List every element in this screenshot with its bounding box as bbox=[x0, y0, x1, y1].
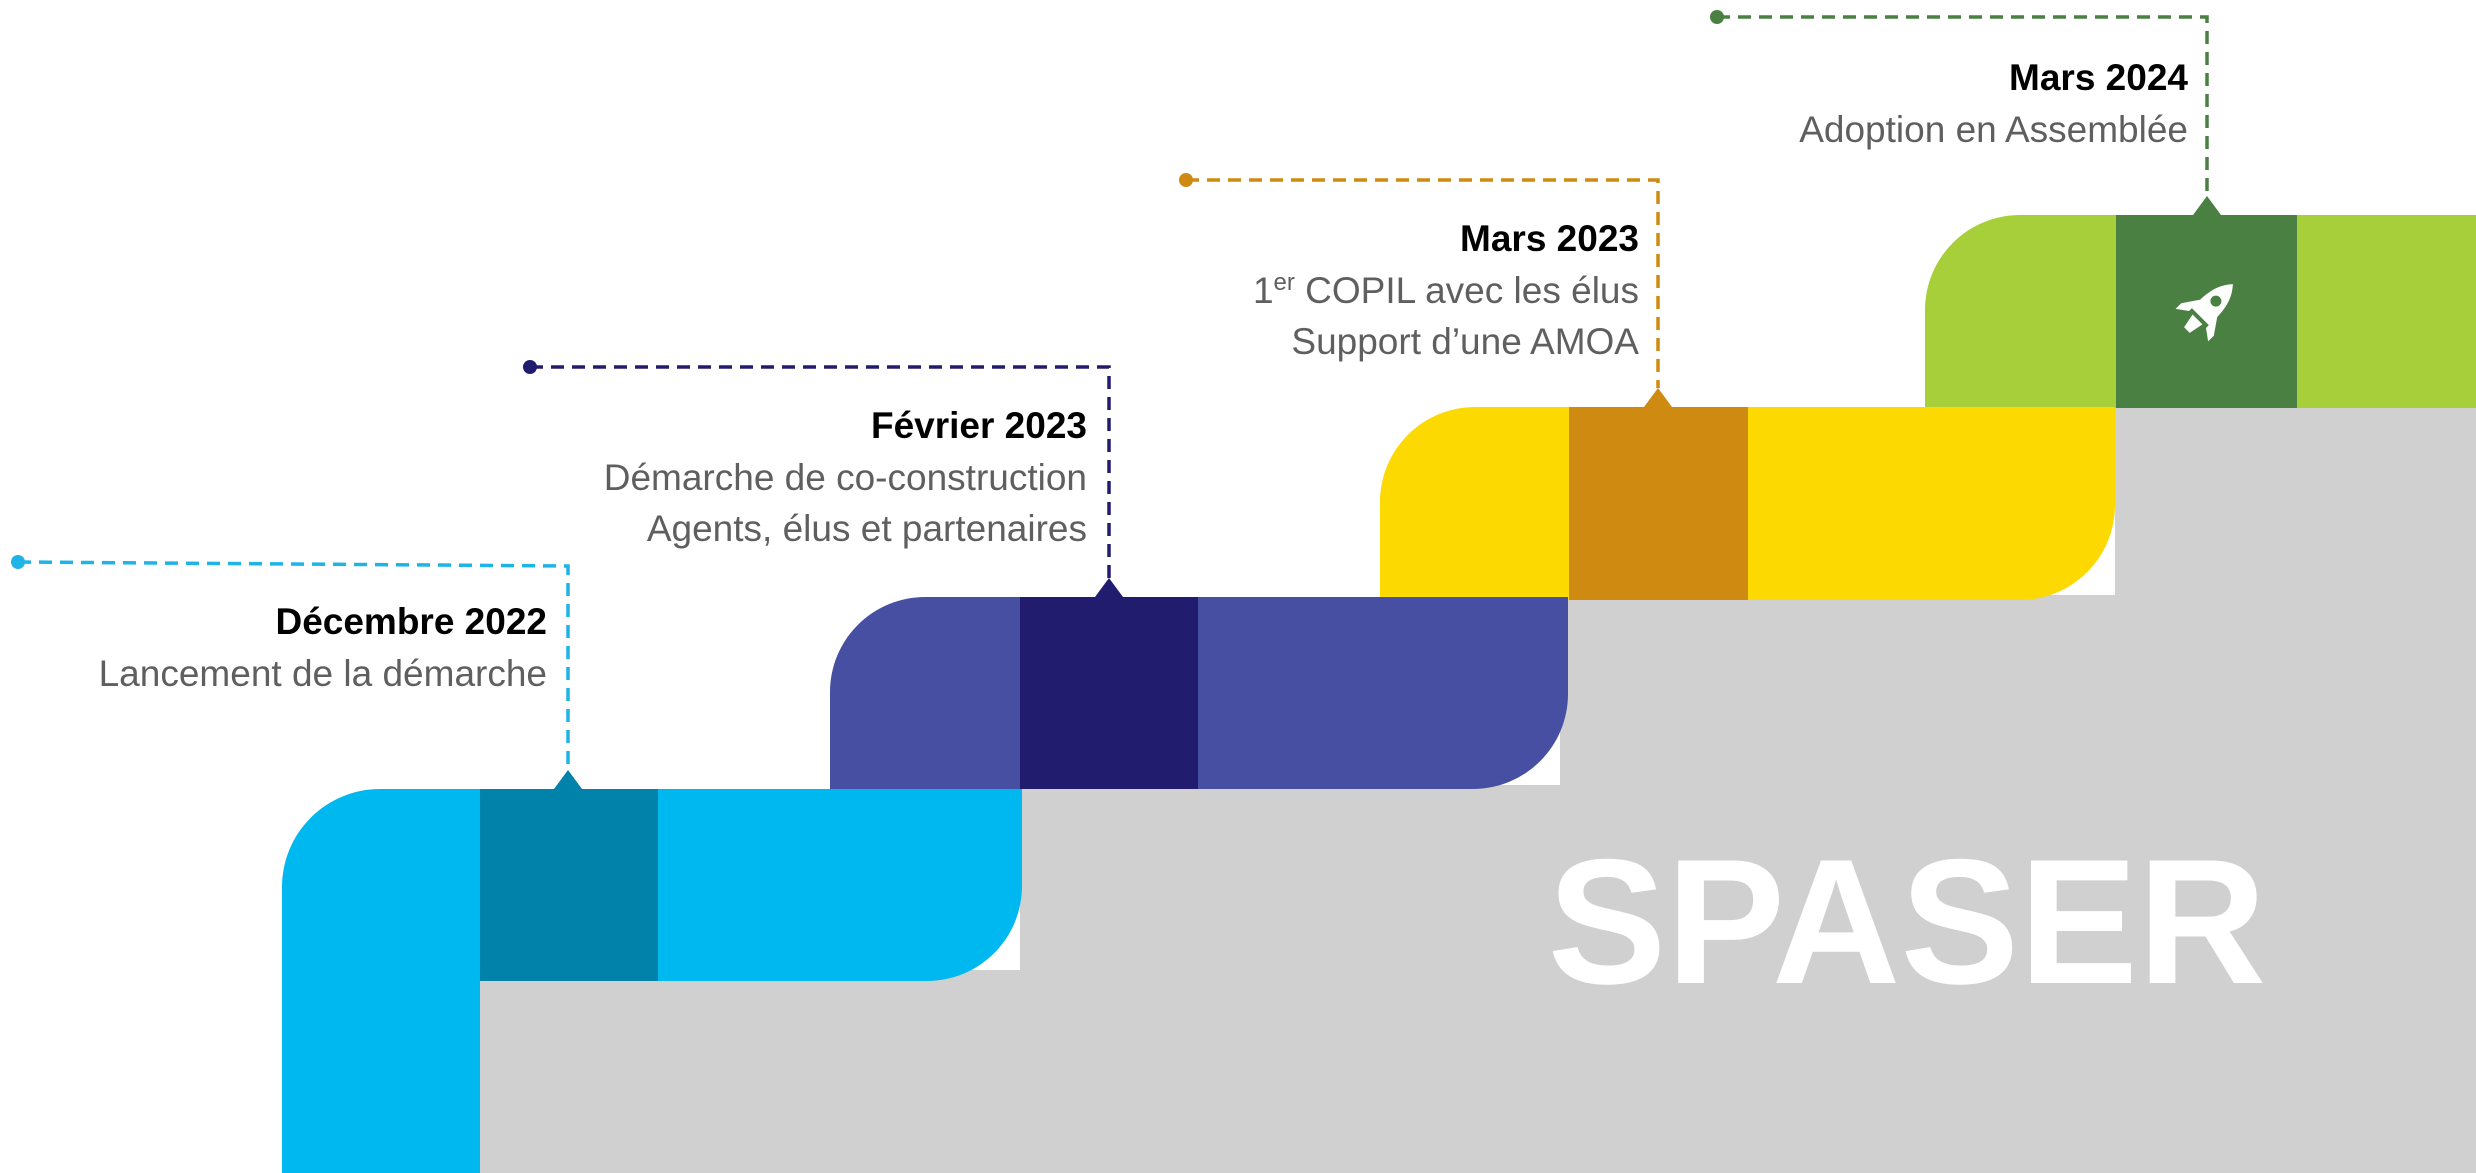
leader-1-dot bbox=[11, 555, 25, 569]
step-1-band bbox=[480, 789, 658, 981]
step-2-band bbox=[1020, 597, 1198, 789]
leader-4-dot bbox=[1710, 10, 1724, 24]
step-2-label: Février 2023 Démarche de co-construction… bbox=[604, 400, 1087, 554]
step-2-marker bbox=[1095, 578, 1123, 597]
step-2-description-line-1: Démarche de co-construction bbox=[603, 457, 1087, 498]
step-2-description-line-2: Agents, élus et partenaires bbox=[646, 508, 1087, 549]
step-3-label: Mars 2023 1er COPIL avec les élus Suppor… bbox=[1253, 213, 1639, 367]
step-1-date: Décembre 2022 bbox=[275, 601, 547, 642]
step-4-marker bbox=[2193, 196, 2221, 215]
rocket-icon bbox=[2175, 284, 2233, 342]
leader-3 bbox=[1186, 178, 1660, 388]
leader-3-dot bbox=[1179, 173, 1193, 187]
step-1-description: Lancement de la démarche bbox=[98, 653, 547, 694]
step-3-description-line-1: 1er COPIL avec les élus bbox=[1252, 269, 1639, 311]
step-3-band bbox=[1569, 407, 1748, 600]
step-3-date: Mars 2023 bbox=[1460, 218, 1639, 259]
step-2-date: Février 2023 bbox=[870, 405, 1087, 446]
step-1-marker bbox=[554, 770, 582, 789]
step-4-date: Mars 2024 bbox=[2009, 57, 2188, 98]
leader-4 bbox=[1717, 15, 2209, 196]
leader-1 bbox=[17, 560, 570, 770]
diagram-title: SPASER bbox=[1548, 822, 2267, 1021]
step-4-description: Adoption en Assemblée bbox=[1799, 109, 2188, 150]
step-3-marker bbox=[1644, 388, 1672, 407]
step-1-label: Décembre 2022 Lancement de la démarche bbox=[99, 596, 547, 699]
step-3-description-line-2: Support d’une AMOA bbox=[1291, 321, 1639, 362]
leader-2 bbox=[530, 365, 1111, 578]
step-2-block bbox=[830, 597, 1568, 789]
step-4-label: Mars 2024 Adoption en Assemblée bbox=[1799, 52, 2188, 155]
leader-2-dot bbox=[523, 360, 537, 374]
